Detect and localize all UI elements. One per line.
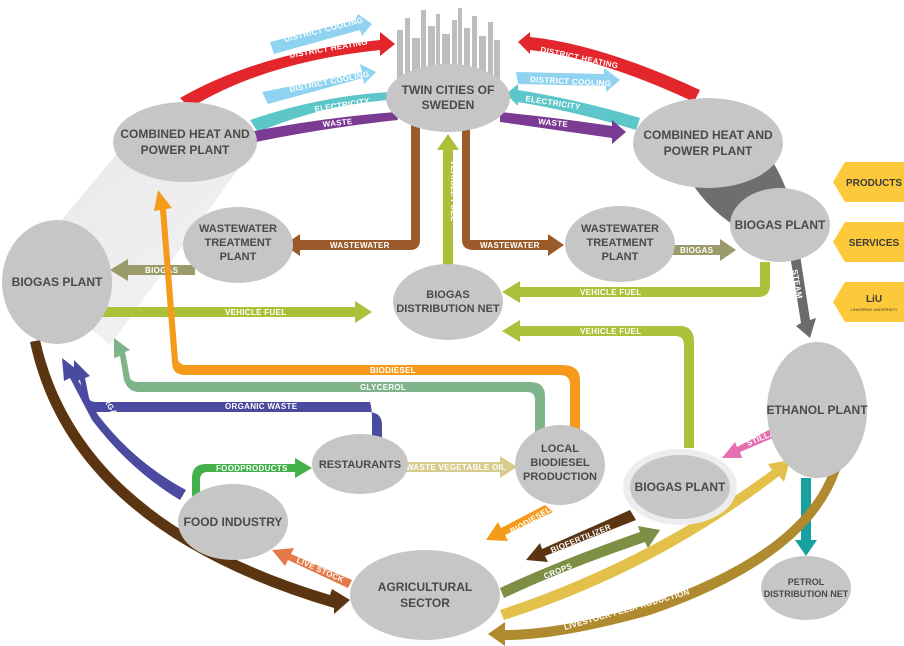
flow-biodiesel-to-agri: BIODIESEL [486, 505, 553, 541]
flow-label: VEHICLE FUEL [225, 308, 286, 317]
flow-label: ORGANIC WASTE [225, 402, 298, 411]
svg-text:RESTAURANTS: RESTAURANTS [319, 459, 401, 471]
node-restaurants: RESTAURANTS [312, 434, 408, 494]
flow-district-heating-right: DISTRICT HEATING [518, 32, 700, 102]
flow-label: WASTEWATER [330, 241, 390, 250]
flow-vehicle-fuel-left: VEHICLE FUEL [100, 301, 372, 323]
flow-label: WASTE [322, 117, 353, 129]
flow-label: GLYCEROL [360, 383, 406, 392]
node-biogas-right: BIOGAS PLANT [730, 188, 830, 262]
node-ethanol-plant: ETHANOL PLANT [766, 342, 868, 478]
legend-label: PRODUCTS [846, 178, 902, 189]
flow-wastewater-left: WASTEWATER [284, 118, 420, 256]
flow-waste-veg-oil: WASTE VEGETABLE OIL [404, 456, 517, 478]
flow-label: VEHICLE FUEL [580, 327, 641, 336]
flow-label: BIODIESEL [509, 505, 553, 536]
svg-text:BIOGAS PLANT: BIOGAS PLANT [635, 480, 726, 494]
flow-label: FOODPRODUCTS [216, 464, 288, 473]
flow-biogas-right: BIOGAS [672, 239, 736, 261]
flow-district-cooling-right: DISTRICT COOLING [516, 68, 620, 92]
node-biogas-bottom: BIOGAS PLANT [623, 449, 737, 525]
legend-products: PRODUCTS [833, 162, 904, 202]
flow-steam: STEAM [790, 255, 816, 338]
flow-glycerol: GLYCEROL [114, 338, 545, 442]
flow-vehicle-fuel-bottom: VEHICLE FUEL [502, 320, 694, 448]
node-food-industry: FOOD INDUSTRY [178, 484, 288, 560]
flow-vehicle-fuel-to-city: VEHICLE FUEL [437, 134, 459, 270]
flow-organic-waste-restaurants: ORGANIC WASTE [74, 360, 382, 440]
svg-text:BIOGAS PLANT: BIOGAS PLANT [12, 275, 103, 289]
flow-label: DISTRICT COOLING [289, 70, 370, 94]
flow-waste-right: WASTE [500, 112, 626, 144]
flow-label: BIODIESEL [370, 366, 416, 375]
flow-wastewater-right: WASTEWATER [462, 118, 564, 256]
flow-label: LIVESTOCK FEEDPRODUCTION [563, 587, 691, 632]
svg-text:ETHANOL PLANT: ETHANOL PLANT [766, 403, 868, 417]
flow-waste-left: WASTE [232, 112, 398, 150]
svg-text:FOOD INDUSTRY: FOOD INDUSTRY [184, 515, 283, 529]
flow-label: VEHICLE FUEL [449, 160, 458, 221]
node-biogas-left: BIOGAS PLANT [2, 220, 112, 344]
flow-label: WASTEWATER [480, 241, 540, 250]
flow-vehicle-fuel-right: VEHICLE FUEL [502, 262, 770, 303]
legend-label: SERVICES [849, 238, 900, 249]
flow-label: DISTRICT COOLING [530, 75, 612, 88]
flow-label: LIVE STOCK [295, 556, 345, 585]
flow-label: VEHICLE FUEL [580, 288, 641, 297]
legend-services: SERVICES [833, 222, 904, 262]
flow-biodiesel-to-chp: BIODIESEL [154, 190, 580, 442]
flow-label: WASTE [538, 117, 569, 129]
svg-text:BIOGAS PLANT: BIOGAS PLANT [735, 218, 826, 232]
city-skyline-icon [397, 8, 500, 80]
legend-label: LiU [866, 294, 882, 305]
legend-liu: LiU LINKÖPING UNIVERSITY [833, 282, 904, 322]
legend-sublabel: LINKÖPING UNIVERSITY [851, 307, 898, 312]
flow-label: WASTE VEGETABLE OIL [406, 463, 506, 472]
flow-biogas-left: BIOGAS [110, 259, 195, 281]
flow-label: BIOGAS [680, 246, 714, 255]
flow-foodproducts: FOODPRODUCTS [192, 458, 312, 497]
flow-label: BIOGAS [145, 266, 179, 275]
